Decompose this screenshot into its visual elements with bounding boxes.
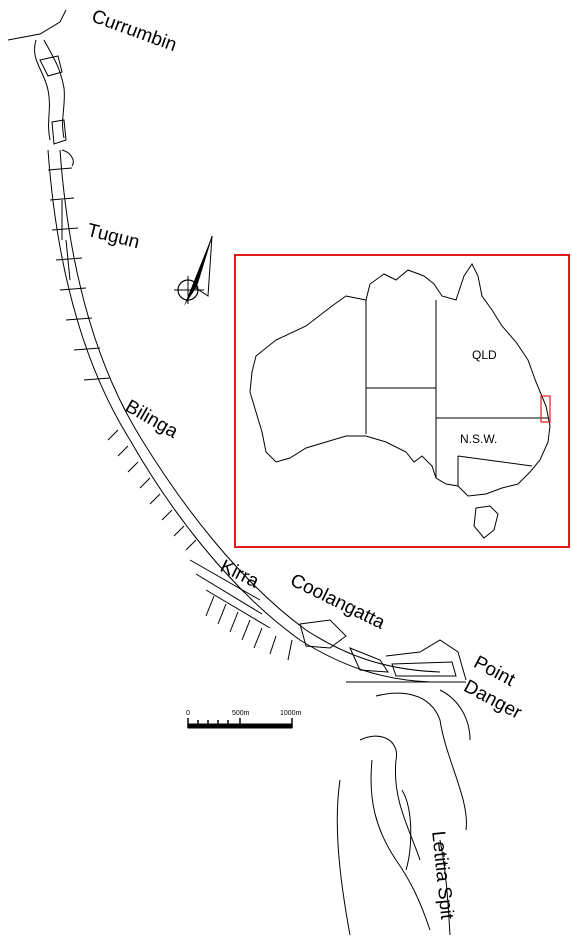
- australia-outline: [249, 263, 551, 539]
- scale-label-mid: 500m: [232, 710, 250, 717]
- coastline: [7, 9, 471, 936]
- scale-bar: [187, 718, 293, 729]
- north-arrow-icon: [174, 235, 213, 306]
- label-qld: QLD: [472, 348, 497, 362]
- scale-label-zero: 0: [186, 710, 190, 717]
- scale-label-end: 1000m: [280, 710, 302, 717]
- australia-inset-map: QLD N.S.W.: [234, 254, 570, 548]
- study-area-marker: [540, 395, 551, 423]
- label-nsw: N.S.W.: [460, 432, 498, 446]
